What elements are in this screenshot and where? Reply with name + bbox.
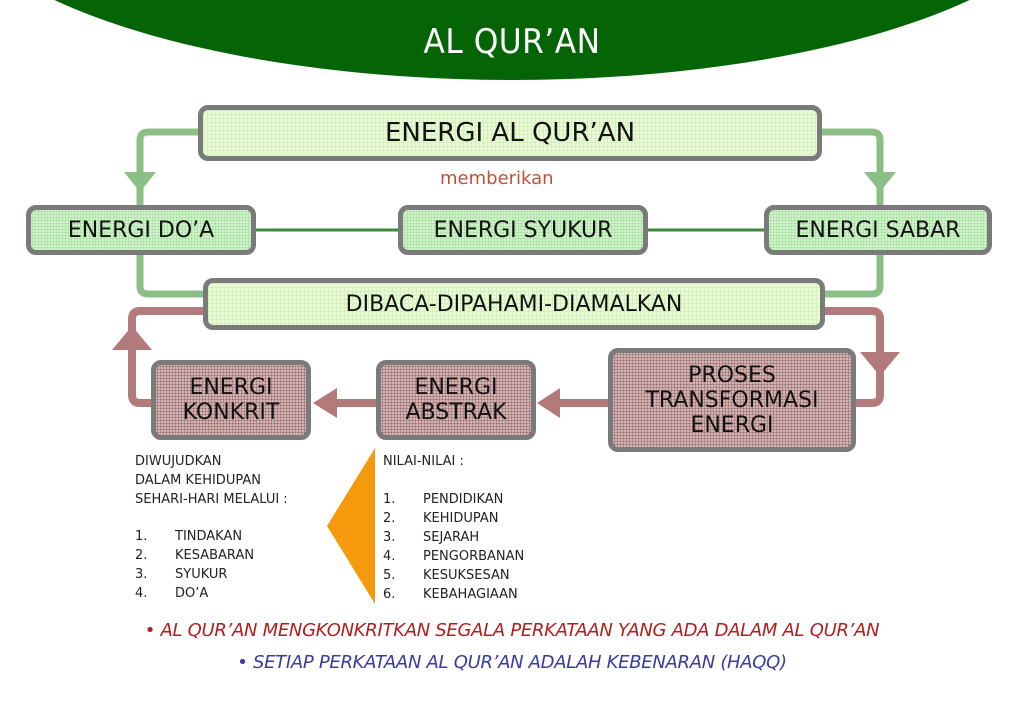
list-intro: SEHARI-HARI MELALUI : xyxy=(135,492,288,507)
list-intro: NILAI-NILAI : xyxy=(383,454,464,469)
list-num: 4. xyxy=(383,549,396,564)
box-energi-doa: ENERGI DO’A xyxy=(26,205,256,255)
box-label: ENERGI SABAR xyxy=(795,217,961,243)
box-proses-transformasi-energi: PROSES TRANSFORMASI ENERGI xyxy=(608,348,856,452)
list-text: KEBAHAGIAAN xyxy=(423,587,518,602)
box-energi-sabar: ENERGI SABAR xyxy=(764,205,992,255)
arrow-left-icon xyxy=(313,388,337,418)
arrow-down-icon xyxy=(124,172,156,192)
bullet-statement-1: • AL QUR’AN MENGKONKRITKAN SEGALA PERKAT… xyxy=(144,620,880,641)
box-label-line1: ENERGI xyxy=(414,375,498,400)
list-num: 4. xyxy=(135,586,148,601)
box-label-line2: KONKRIT xyxy=(182,400,280,425)
box-label-line1: ENERGI xyxy=(189,375,273,400)
arrow-down-icon xyxy=(860,352,900,376)
list-num: 1. xyxy=(383,492,396,507)
list-item: 2. KESABARAN xyxy=(135,546,288,565)
arrow-left-icon xyxy=(537,388,560,418)
list-intro: DIWUJUDKAN xyxy=(135,454,222,469)
list-text: SEJARAH xyxy=(423,530,480,545)
box-energi-syukur: ENERGI SYUKUR xyxy=(398,205,648,255)
orange-triangle-icon xyxy=(327,448,375,604)
list-item: 1. TINDAKAN xyxy=(135,527,288,546)
list-text: PENGORBANAN xyxy=(423,549,525,564)
box-energi-konkrit: ENERGI KONKRIT xyxy=(151,360,311,440)
list-item: 6. KEBAHAGIAAN xyxy=(383,585,524,604)
list-text: KEHIDUPAN xyxy=(423,511,499,526)
box-dibaca-dipahami-diamalkan: DIBACA-DIPAHAMI-DIAMALKAN xyxy=(203,278,825,330)
box-energi-abstrak: ENERGI ABSTRAK xyxy=(376,360,536,440)
left-list: DIWUJUDKAN DALAM KEHIDUPAN SEHARI-HARI M… xyxy=(135,452,288,603)
connector-top-right xyxy=(822,128,884,205)
list-item: 4. PENGORBANAN xyxy=(383,547,524,566)
arrow-down-icon xyxy=(864,172,896,192)
page-title: AL QUR’AN xyxy=(423,22,601,62)
box-label-line3: ENERGI xyxy=(690,412,774,438)
connector-top-left xyxy=(136,128,200,205)
box-label: ENERGI AL QUR’AN xyxy=(384,118,636,148)
list-text: KESUKSESAN xyxy=(423,568,510,583)
list-num: 1. xyxy=(135,529,148,544)
list-text: DO’A xyxy=(175,586,209,601)
list-num: 2. xyxy=(135,548,148,563)
list-text: TINDAKAN xyxy=(175,529,243,544)
list-item: 5. KESUKSESAN xyxy=(383,566,524,585)
box-label-line2: ABSTRAK xyxy=(405,400,507,425)
box-label-line2: TRANSFORMASI xyxy=(645,387,819,413)
list-num: 3. xyxy=(383,530,396,545)
box-label: ENERGI DO’A xyxy=(67,217,215,243)
list-num: 5. xyxy=(383,568,396,583)
right-list: NILAI-NILAI : 1. PENDIDIKAN 2. KEHIDUPAN 3… xyxy=(383,452,524,604)
bullet-statement-2: • SETIAP PERKATAAN AL QUR’AN ADALAH KEBE… xyxy=(237,652,787,673)
connector-label: memberikan xyxy=(440,168,554,189)
list-item: 3. SYUKUR xyxy=(135,565,288,584)
list-item: 4. DO’A xyxy=(135,584,288,603)
list-item: 2. KEHIDUPAN xyxy=(383,509,524,528)
box-label-line1: PROSES xyxy=(688,362,776,388)
list-num: 6. xyxy=(383,587,396,602)
list-item: 3. SEJARAH xyxy=(383,528,524,547)
arrow-up-icon xyxy=(112,326,152,350)
box-label: DIBACA-DIPAHAMI-DIAMALKAN xyxy=(345,291,683,317)
list-text: KESABARAN xyxy=(175,548,255,563)
list-text: SYUKUR xyxy=(175,567,228,582)
list-num: 2. xyxy=(383,511,396,526)
box-label: ENERGI SYUKUR xyxy=(433,217,613,243)
list-text: PENDIDIKAN xyxy=(423,492,504,507)
list-num: 3. xyxy=(135,567,148,582)
box-energi-al-quran: ENERGI AL QUR’AN xyxy=(198,105,822,161)
list-intro: DALAM KEHIDUPAN xyxy=(135,473,261,488)
list-item: 1. PENDIDIKAN xyxy=(383,490,524,509)
